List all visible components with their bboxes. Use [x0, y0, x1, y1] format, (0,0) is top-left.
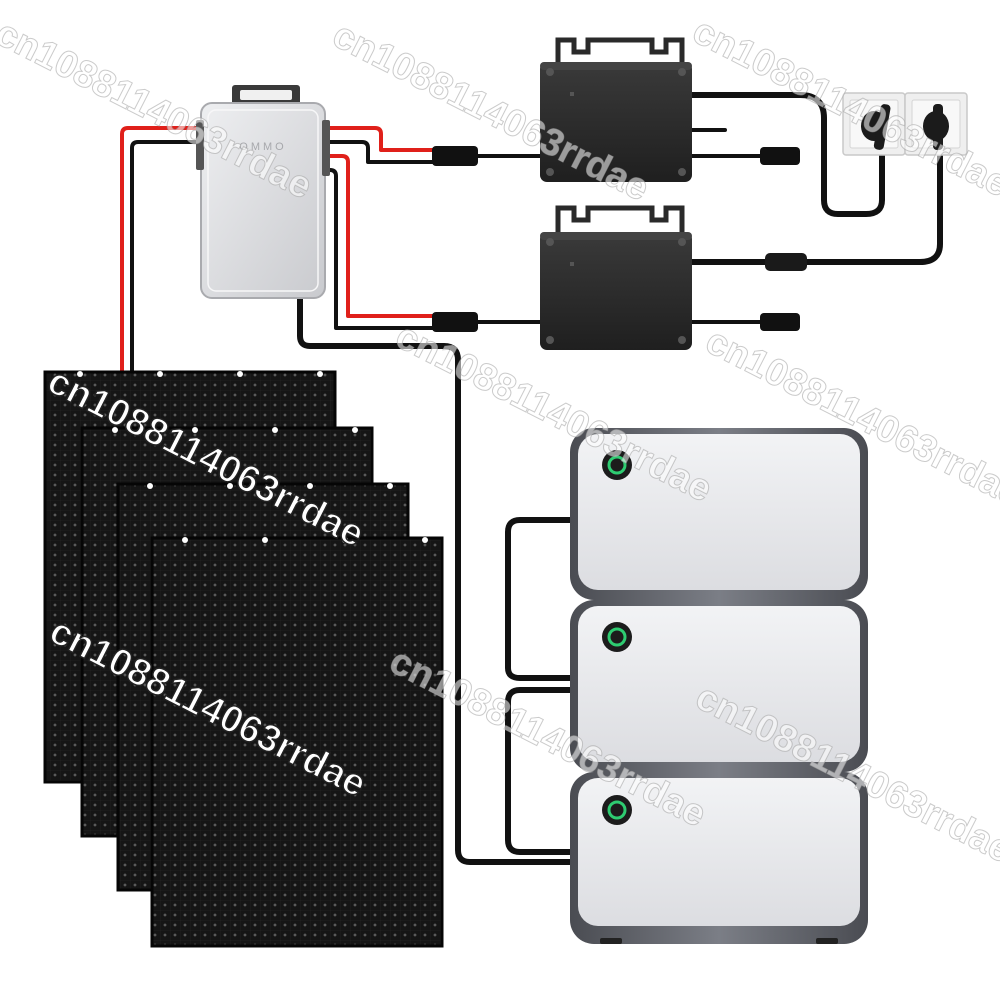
cable-red-hub-to-inverter1 [323, 126, 447, 152]
wall-outlet-left [842, 92, 906, 156]
cable-black-hub-to-panel [130, 140, 207, 374]
cable-ac-inverter1-outlet [687, 92, 885, 217]
battery-module-3 [570, 772, 868, 944]
cable-hub-to-battery [297, 295, 583, 865]
mc4-connector [760, 313, 800, 331]
hub-brand-label: OMMO [239, 141, 286, 153]
cable-red-hub-to-inverter2 [323, 154, 447, 318]
ommo-hub: OMMO [196, 85, 330, 299]
microinverter-1 [540, 37, 692, 182]
ac-connector [765, 253, 807, 271]
power-ring-icon [602, 622, 632, 652]
mc4-connector [760, 147, 800, 165]
microinverter-2 [540, 205, 692, 350]
power-ring-icon [602, 450, 632, 480]
battery-module-1 [570, 428, 868, 600]
cables [120, 92, 943, 865]
cable-battery-link-1 [505, 517, 581, 681]
solar-panel-stack [43, 370, 444, 948]
power-ring-icon [602, 795, 632, 825]
cable-ac-inverter2-outlet [687, 145, 943, 265]
cable-battery-link-2 [505, 687, 581, 855]
cable-red-hub-to-panel [120, 126, 207, 374]
wall-outlet-right [904, 92, 968, 156]
mc4-connector [432, 312, 478, 332]
cable-black-hub-to-inverter1 [323, 140, 447, 164]
battery-module-2 [570, 600, 868, 772]
cable-black-hub-to-inverter2 [323, 168, 447, 330]
mc4-connector [432, 146, 478, 166]
solar-panel-4 [150, 536, 444, 948]
